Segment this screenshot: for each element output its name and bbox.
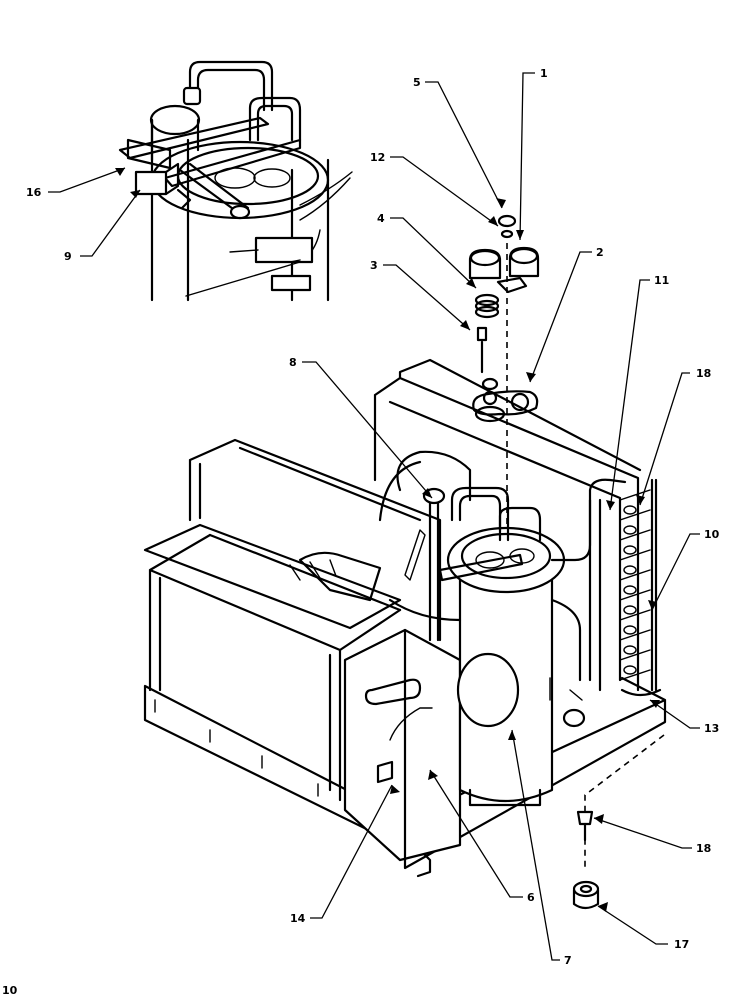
callout-7: 7 [564, 954, 572, 967]
terminal-cover-1 [468, 246, 540, 294]
exploded-top-parts [468, 214, 540, 580]
callout-2: 2 [596, 246, 604, 259]
callout-18-lower: 18 [696, 842, 711, 855]
callout-10: 10 [704, 528, 720, 541]
assembly-axis-lower [584, 734, 665, 870]
callout-3: 3 [370, 259, 378, 272]
leader-lines [48, 72, 700, 961]
callout-8: 8 [289, 356, 297, 369]
callout-12: 12 [370, 151, 385, 164]
callout-9: 9 [64, 250, 72, 263]
condenser-frame [373, 358, 642, 692]
inset-compressor-detail [118, 60, 353, 302]
callout-17: 17 [674, 938, 689, 951]
compressor-7 [422, 486, 586, 807]
screw-18 [576, 810, 594, 842]
callout-14: 14 [290, 912, 306, 925]
evaporator-housing [148, 533, 402, 802]
condenser-coil [619, 478, 662, 697]
corner-mark: 10 [2, 984, 18, 997]
callout-18-upper: 18 [696, 367, 711, 380]
washer-12 [500, 229, 514, 239]
spring-4 [474, 293, 500, 319]
grommet-17 [572, 880, 600, 910]
callout-labels: 1 2 3 4 5 6 7 8 9 10 11 12 13 14 16 17 1… [2, 67, 720, 997]
stud-3 [476, 326, 488, 374]
callout-4: 4 [377, 212, 385, 225]
callout-6: 6 [527, 891, 535, 904]
callout-16: 16 [26, 186, 42, 199]
main-unit-assembly [143, 358, 667, 910]
callout-5: 5 [413, 76, 421, 89]
control-box [343, 628, 462, 862]
callout-1: 1 [540, 67, 548, 80]
nut-5 [497, 214, 517, 228]
callout-11: 11 [654, 274, 669, 287]
callout-13: 13 [704, 722, 719, 735]
